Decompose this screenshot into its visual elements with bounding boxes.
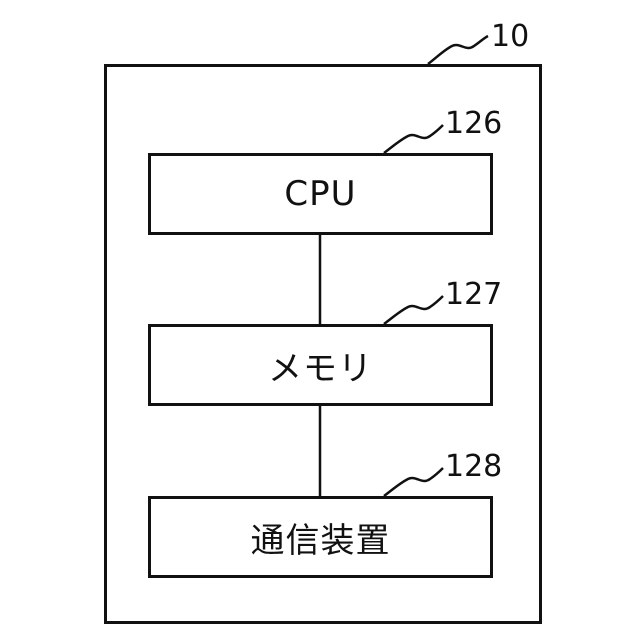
leader-line-outer: [428, 36, 488, 64]
memory-ref-numeral: 127: [445, 280, 502, 310]
communication-device-block: 通信装置: [148, 496, 493, 578]
memory-block: メモリ: [148, 324, 493, 406]
device-ref-numeral: 10: [491, 22, 529, 52]
communication-device-label: 通信装置: [251, 513, 391, 562]
communication-device-ref-numeral: 128: [445, 452, 502, 482]
memory-label: メモリ: [268, 341, 373, 390]
cpu-label: CPU: [284, 174, 356, 214]
cpu-block: CPU: [148, 153, 493, 235]
cpu-ref-numeral: 126: [445, 109, 502, 139]
